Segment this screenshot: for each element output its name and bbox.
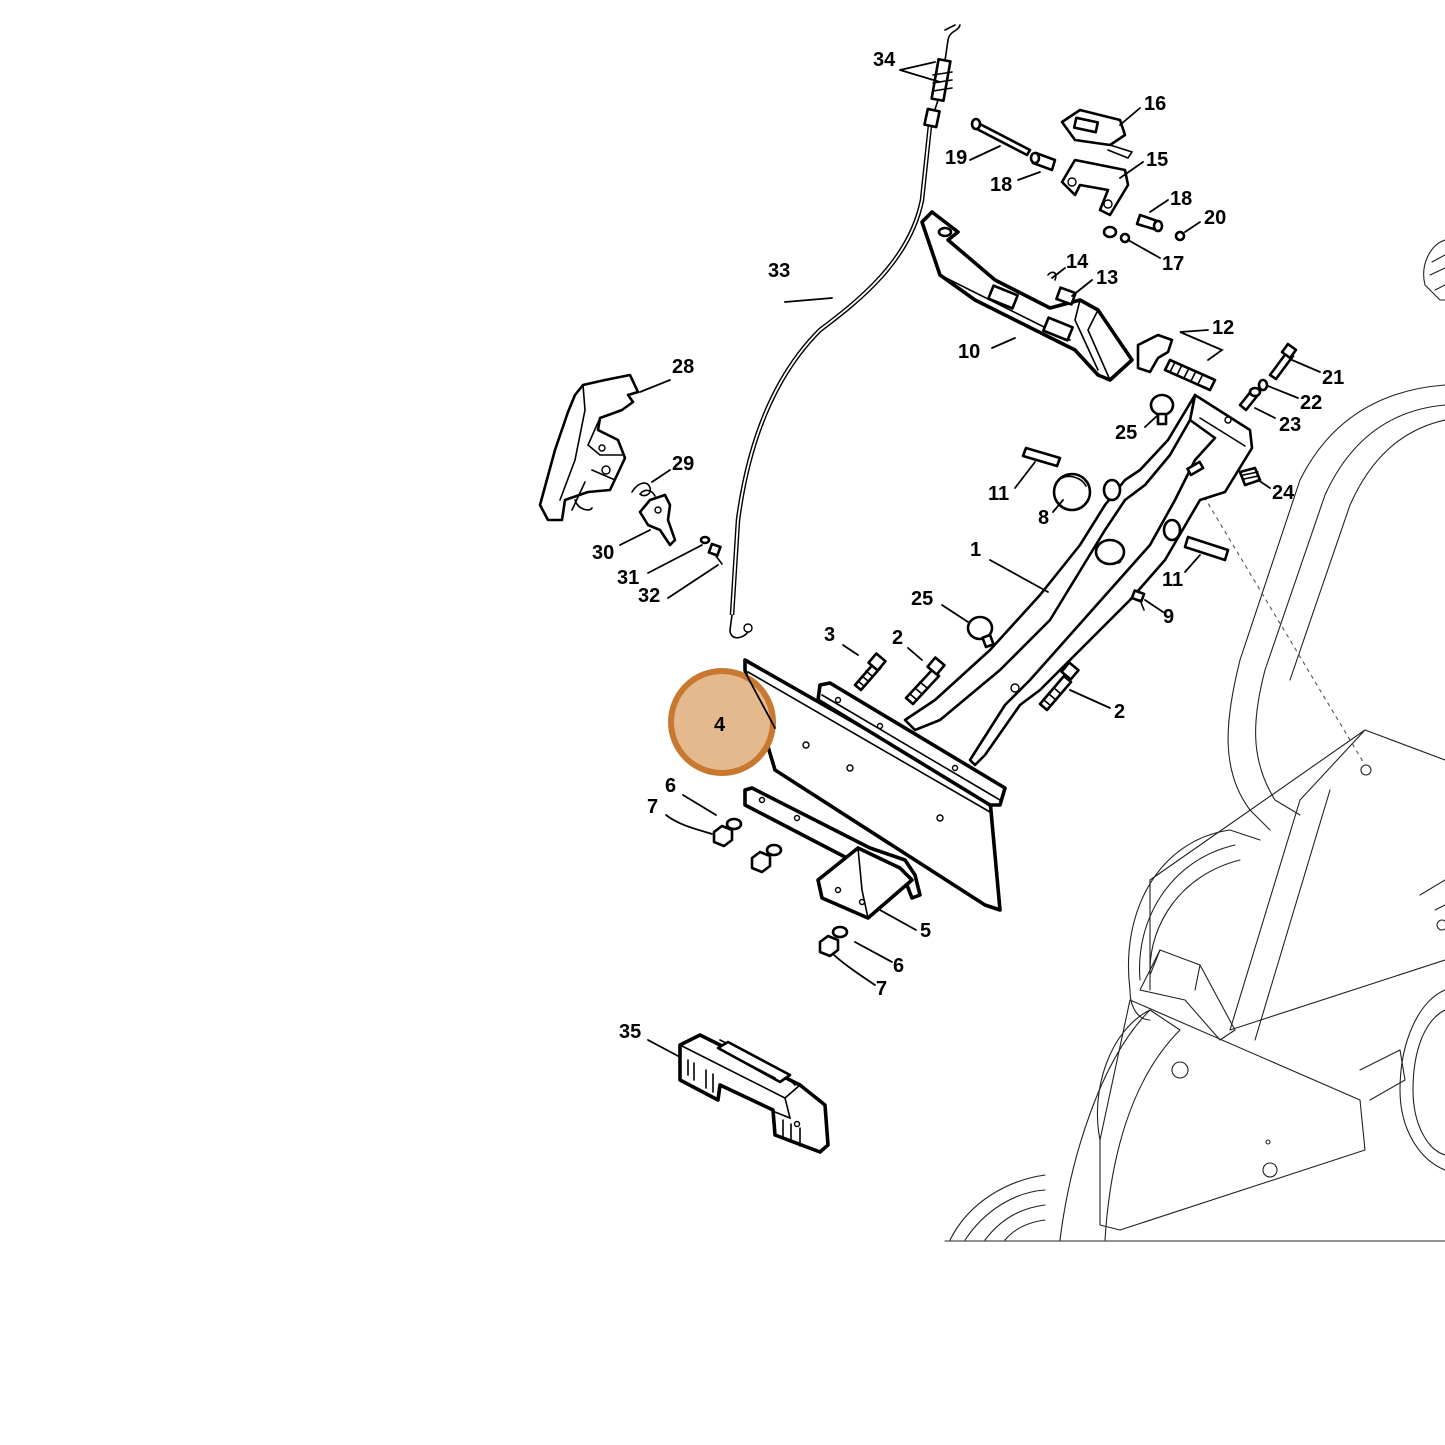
callout-30: 30 — [592, 542, 614, 564]
small-washers — [1102, 225, 1186, 244]
latch-cover — [1060, 108, 1134, 159]
callout-12: 12 — [1212, 317, 1234, 339]
leader-4-plate — [744, 671, 776, 729]
callout-16: 16 — [1144, 93, 1166, 115]
stud-2-right — [1038, 661, 1080, 712]
callout-20: 20 — [1204, 207, 1226, 229]
callout-17: 17 — [1162, 253, 1184, 275]
bumper-lower — [1094, 538, 1126, 566]
callout-18-a: 18 — [990, 174, 1012, 196]
callout-18-b: 18 — [1170, 188, 1192, 210]
stud-2-left — [904, 656, 946, 706]
callout-11-a: 11 — [988, 483, 1009, 505]
callout-7-a: 7 — [647, 796, 658, 818]
bracket-5 — [816, 846, 914, 920]
pin-11-upper — [1021, 446, 1062, 468]
highlight-circle — [668, 668, 776, 776]
leader-lines — [619, 61, 1321, 1057]
bolt-3 — [853, 652, 887, 692]
callout-34: 34 — [873, 49, 896, 71]
spring-part — [631, 482, 656, 497]
callout-31: 31 — [617, 567, 639, 589]
nut-7-mid — [750, 850, 772, 874]
alignment-dashed-line — [1199, 489, 1366, 766]
callout-21: 21 — [1322, 367, 1344, 389]
callout-7-b: 7 — [876, 978, 887, 1000]
washer-6-upper — [725, 817, 743, 831]
callout-10: 10 — [958, 341, 980, 363]
callout-25-b: 25 — [911, 588, 933, 610]
callout-3: 3 — [824, 624, 835, 646]
callout-13: 13 — [1096, 267, 1118, 289]
nut-7-upper — [712, 824, 734, 848]
callout-28: 28 — [672, 356, 694, 378]
callout-labels: 1 2 2 3 4 5 6 6 7 7 8 9 10 11 11 12 13 1… — [592, 49, 1344, 1043]
engine-fragment-outline — [1423, 239, 1445, 301]
clamp-bar-upper — [816, 681, 1007, 807]
callout-6-a: 6 — [665, 775, 676, 797]
washer-6-mid — [765, 843, 783, 857]
callout-9: 9 — [1163, 606, 1174, 628]
long-pin — [970, 117, 1032, 157]
bushing-left — [1029, 151, 1057, 172]
machine-body-outline — [944, 384, 1445, 1242]
bushing-right — [1135, 213, 1164, 233]
spring-washer-22 — [1257, 378, 1269, 392]
latch-bracket — [1060, 158, 1130, 217]
washer-6-lower — [831, 925, 849, 939]
callout-15: 15 — [1146, 149, 1168, 171]
callout-24: 24 — [1272, 482, 1295, 504]
callout-6-b: 6 — [893, 955, 904, 977]
washer-part — [699, 535, 711, 545]
callout-2-b: 2 — [1114, 701, 1125, 723]
callout-25-a: 25 — [1115, 422, 1137, 444]
screw-9 — [1130, 589, 1146, 611]
callout-33: 33 — [768, 260, 790, 282]
callout-5: 5 — [920, 920, 931, 942]
control-cable — [729, 24, 961, 639]
callout-32: 32 — [638, 585, 660, 607]
wing-knob — [1136, 333, 1217, 392]
knob-25-lower — [966, 615, 995, 649]
nut-7-lower — [818, 934, 840, 958]
knob-25-upper — [1149, 393, 1175, 426]
upper-bracket — [920, 210, 1134, 382]
callout-14: 14 — [1066, 251, 1089, 273]
bolt-21 — [1268, 342, 1298, 381]
pin-13-14 — [1047, 271, 1077, 306]
callout-35: 35 — [619, 1021, 641, 1043]
nut-24 — [1238, 466, 1262, 487]
callout-23: 23 — [1279, 414, 1301, 436]
callout-4: 4 — [714, 714, 726, 736]
lever-housing — [538, 373, 640, 522]
callout-22: 22 — [1300, 392, 1322, 414]
stud-23 — [1238, 386, 1262, 412]
callout-8: 8 — [1038, 507, 1049, 529]
callout-19: 19 — [945, 147, 967, 169]
callout-2-a: 2 — [892, 627, 903, 649]
screw-part-32 — [707, 542, 723, 565]
pin-11-lower — [1183, 535, 1230, 562]
callout-29: 29 — [672, 453, 694, 475]
handle-bar — [903, 393, 1254, 767]
callout-11-b: 11 — [1162, 569, 1183, 591]
lever-part — [638, 493, 677, 547]
callout-1: 1 — [970, 539, 981, 561]
grip-block — [678, 1033, 830, 1154]
